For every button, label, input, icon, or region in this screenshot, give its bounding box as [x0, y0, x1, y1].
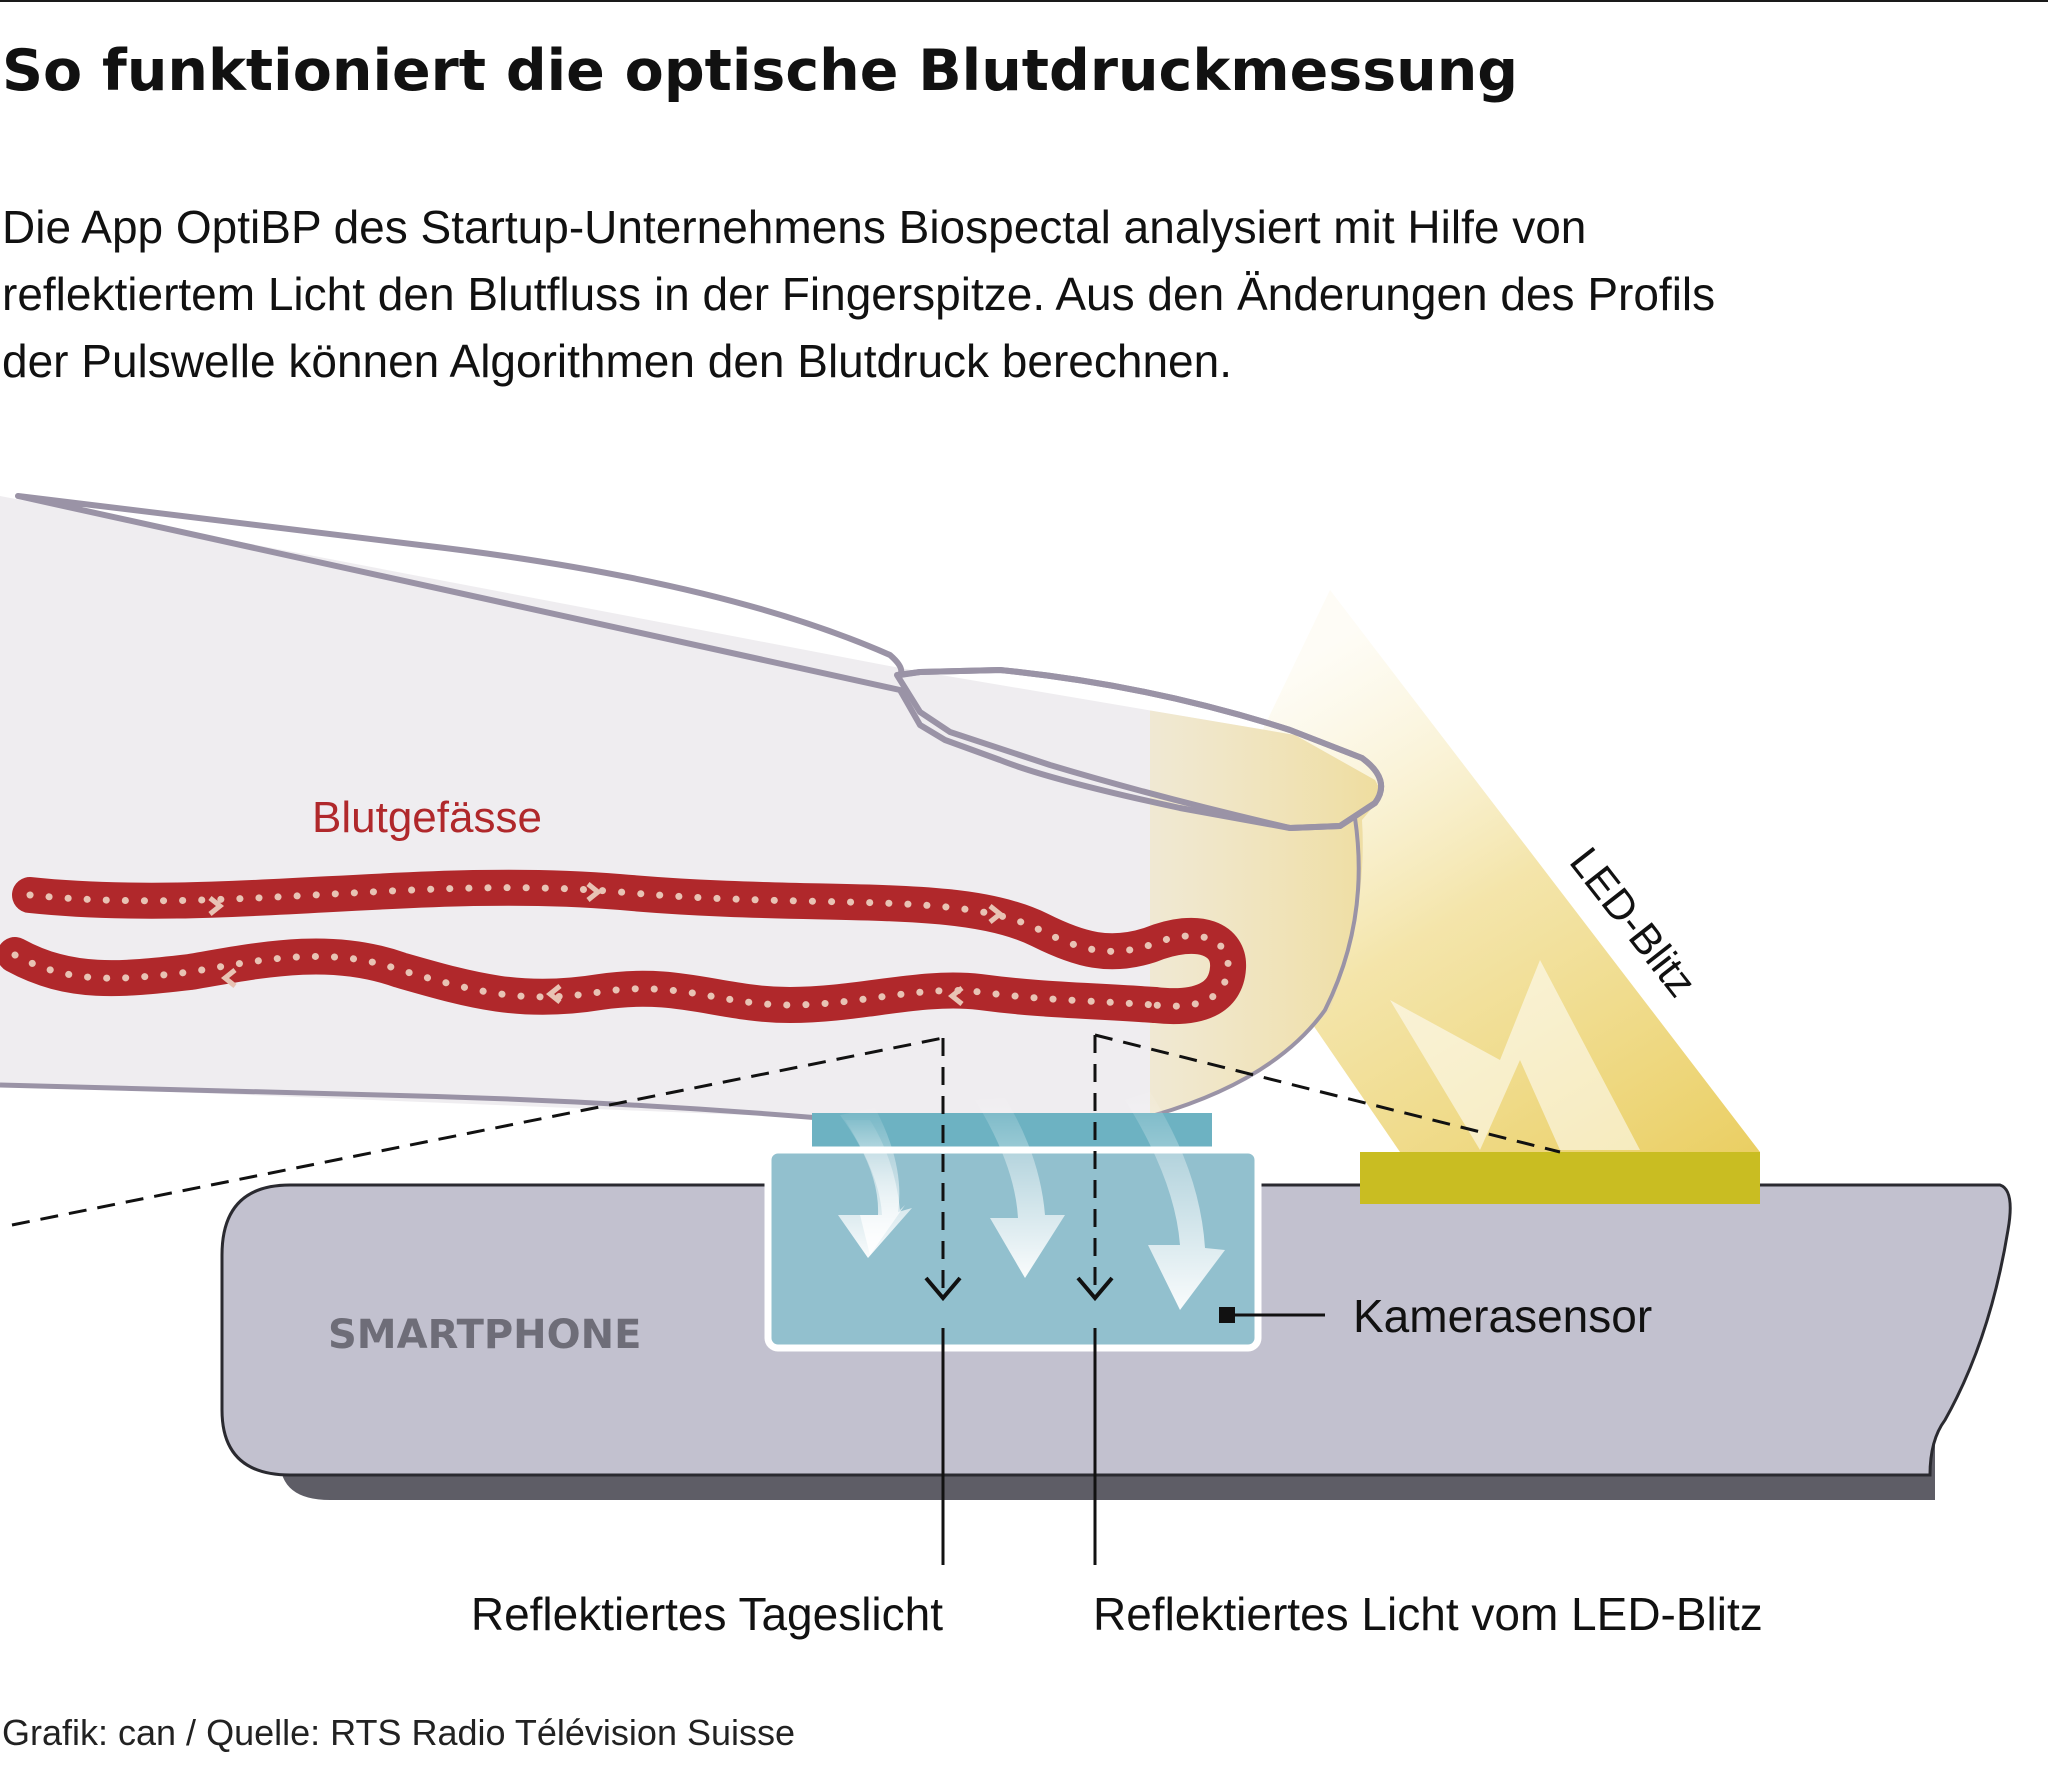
light-arrows: [838, 1092, 1225, 1310]
intro-line: der Pulswelle können Algorithmen den Blu…: [2, 335, 1232, 387]
sensor-marker: [1219, 1307, 1235, 1323]
led-ray-head: [1076, 1276, 1114, 1302]
flow-chevron: [220, 968, 237, 988]
flow-chevron: [988, 904, 1005, 924]
intro-line: Die App OptiBP des Startup-Unternehmens …: [2, 201, 1587, 253]
flow-chevron: [947, 986, 964, 1006]
fingertip-outline: [1154, 817, 1361, 1117]
flow-chevron: [586, 882, 603, 902]
top-rule: [0, 0, 2048, 2]
flow-chevron: [208, 896, 225, 916]
blood-vessels: [0, 869, 1246, 1025]
blood-vessel-lower-dots: [11, 951, 1159, 1009]
intro-line: reflektiertem Licht den Blutfluss in der…: [2, 268, 1716, 320]
camera-sensor-label: Kamerasensor: [1353, 1290, 1652, 1342]
led-light-label: Reflektiertes Licht vom LED-Blitz: [1093, 1588, 1763, 1640]
fingernail-outline: [894, 667, 1385, 831]
credit-line: Grafik: can / Quelle: RTS Radio Télévisi…: [2, 1712, 796, 1753]
blood-vessels-label: Blutgefässe: [312, 793, 542, 842]
intro-text: Die App OptiBP des Startup-Unternehmens …: [2, 194, 1962, 395]
blood-vessel-upper-dots: [26, 884, 1232, 1010]
projection-line-right: [1094, 1033, 1561, 1154]
daylight-label: Reflektiertes Tageslicht: [471, 1588, 943, 1640]
light-arrow: [1125, 1092, 1225, 1310]
finger-bottom-outline: [0, 1082, 821, 1121]
light-arrow: [975, 1098, 1065, 1278]
dashed-lines: [11, 1033, 1561, 1290]
daylight-ray-head: [924, 1276, 962, 1302]
smartphone-label: SMARTPHONE: [328, 1312, 641, 1358]
led-flash: [1360, 1152, 1760, 1204]
projection-line-left: [11, 1036, 944, 1227]
page-title: So funktioniert die optische Blutdruckme…: [2, 38, 1519, 104]
flow-chevron: [545, 984, 562, 1004]
led-glare: [1390, 960, 1640, 1150]
led-light-cone: [1200, 590, 1760, 1152]
light-arrow: [838, 1108, 912, 1258]
